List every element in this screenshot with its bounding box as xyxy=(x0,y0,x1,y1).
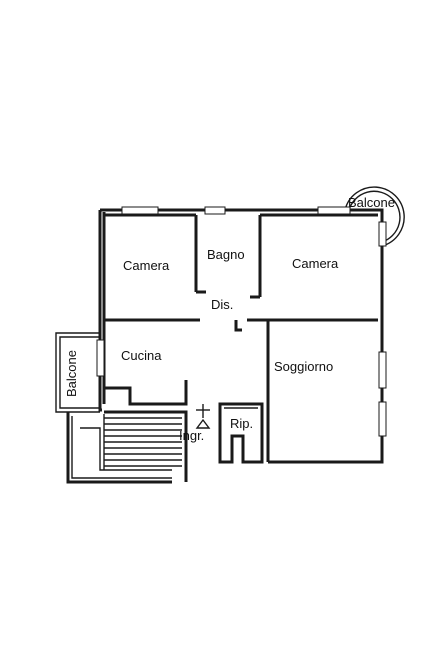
entrance-arrow-icon xyxy=(195,404,211,429)
label-bagno: Bagno xyxy=(207,247,245,262)
label-soggiorno: Soggiorno xyxy=(274,359,333,374)
label-ingresso: Ingr. xyxy=(179,428,204,443)
label-ripostiglio: Rip. xyxy=(230,416,253,431)
label-camera-right: Camera xyxy=(292,256,339,271)
windows xyxy=(96,206,387,437)
balcone-top-outline xyxy=(344,186,405,247)
label-camera-left: Camera xyxy=(123,258,170,273)
interior-walls xyxy=(104,213,378,464)
balcone-left-outline xyxy=(55,332,100,413)
label-balcone-top: Balcone xyxy=(348,195,395,210)
label-cucina: Cucina xyxy=(121,348,162,363)
label-balcone-left: Balcone xyxy=(64,350,79,397)
staircase xyxy=(66,410,188,484)
label-disimpegno: Dis. xyxy=(211,297,233,312)
